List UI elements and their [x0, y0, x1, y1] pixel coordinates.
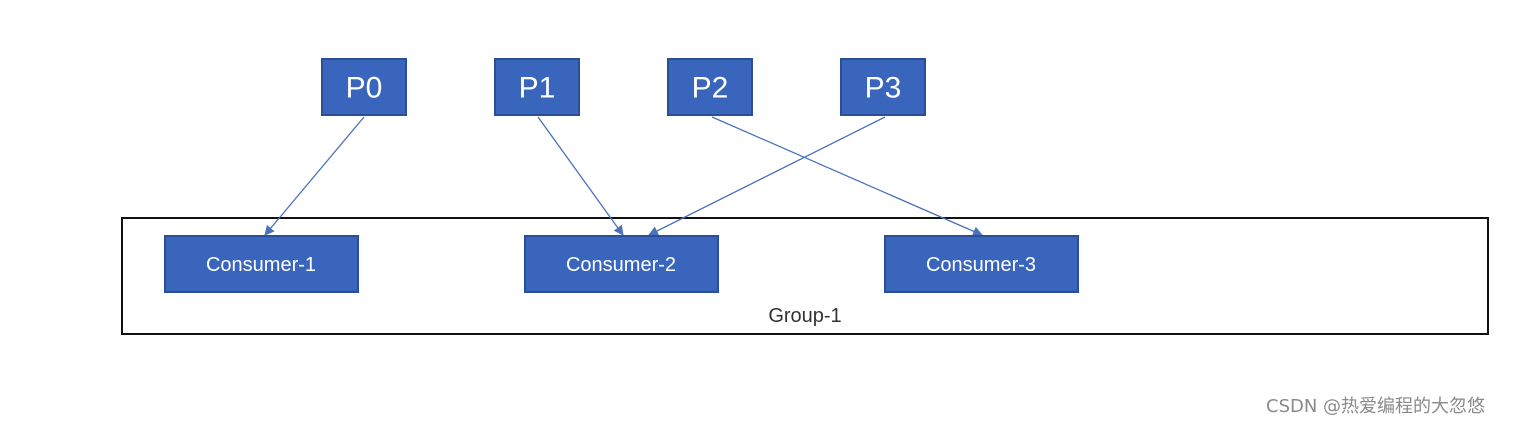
- edge-p3-c2: [648, 116, 886, 236]
- consumer-label: Consumer-1: [206, 254, 316, 276]
- edge-p0-c1: [264, 116, 365, 236]
- partition-label: P2: [692, 72, 729, 105]
- group-label: Group-1: [768, 305, 841, 327]
- partition-p2: P2: [667, 58, 753, 116]
- consumer-2: Consumer-2: [524, 235, 719, 293]
- partition-label: P1: [519, 72, 556, 105]
- consumer-1: Consumer-1: [164, 235, 359, 293]
- partition-p0: P0: [321, 58, 407, 116]
- csdn-watermark: CSDN @热爱编程的大忽悠: [1266, 396, 1486, 417]
- partition-p1: P1: [494, 58, 580, 116]
- partition-p3: P3: [840, 58, 926, 116]
- consumer-3: Consumer-3: [884, 235, 1079, 293]
- edge-p1-c2: [537, 116, 624, 236]
- partition-label: P0: [346, 72, 383, 105]
- edge-p2-c3: [711, 116, 983, 236]
- partition-label: P3: [865, 72, 902, 105]
- assignment-edges: [264, 116, 983, 236]
- consumer-label: Consumer-2: [566, 254, 676, 276]
- consumer-label: Consumer-3: [926, 254, 1036, 276]
